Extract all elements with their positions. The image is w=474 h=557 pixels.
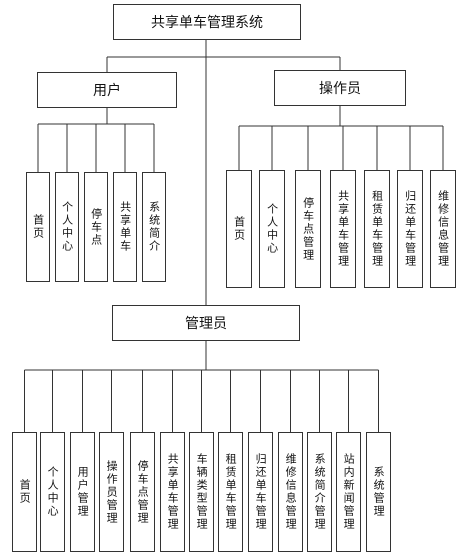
admin-leaf-node: 首页 xyxy=(12,432,37,552)
operator-leaf-label: 归还单车管理 xyxy=(403,190,417,268)
user-leaf-node: 共享单车 xyxy=(113,172,137,282)
admin-leaf-label: 归还单车管理 xyxy=(254,453,268,531)
admin-leaf-node: 个人中心 xyxy=(40,432,65,552)
operator-leaf-node: 租赁单车管理 xyxy=(364,170,390,288)
admin-leaf-label: 租赁单车管理 xyxy=(224,453,238,531)
admin-leaf-label: 首页 xyxy=(18,479,32,505)
operator-leaf-label: 共享单车管理 xyxy=(336,190,350,268)
group-node-admin: 管理员 xyxy=(112,305,300,341)
operator-leaf-label: 个人中心 xyxy=(265,203,279,255)
user-leaf-label: 停车点 xyxy=(89,207,103,247)
admin-leaf-label: 维修信息管理 xyxy=(284,453,298,531)
operator-leaf-node: 停车点管理 xyxy=(295,170,321,288)
user-leaf-label: 首页 xyxy=(31,214,45,240)
admin-leaf-node: 系统管理 xyxy=(366,432,391,552)
operator-leaf-node: 首页 xyxy=(226,170,252,288)
operator-leaf-node: 个人中心 xyxy=(259,170,285,288)
admin-leaf-label: 停车点管理 xyxy=(136,459,150,525)
root-label: 共享单车管理系统 xyxy=(151,15,263,31)
group-node-user: 用户 xyxy=(37,72,177,108)
operator-leaf-node: 维修信息管理 xyxy=(430,170,456,288)
operator-leaf-label: 停车点管理 xyxy=(301,196,315,262)
admin-leaf-node: 操作员管理 xyxy=(99,432,124,552)
admin-leaf-label: 操作员管理 xyxy=(105,459,119,525)
admin-leaf-node: 租赁单车管理 xyxy=(218,432,243,552)
admin-leaf-label: 个人中心 xyxy=(46,466,60,518)
group-node-operator: 操作员 xyxy=(274,70,406,106)
user-leaf-label: 个人中心 xyxy=(60,201,74,253)
admin-leaf-label: 站内新闻管理 xyxy=(342,453,356,531)
admin-leaf-node: 车辆类型管理 xyxy=(189,432,214,552)
root-node: 共享单车管理系统 xyxy=(113,4,301,40)
operator-leaf-node: 归还单车管理 xyxy=(397,170,423,288)
group-label-user: 用户 xyxy=(93,83,121,99)
group-label-operator: 操作员 xyxy=(319,81,361,97)
group-label-admin: 管理员 xyxy=(185,316,227,332)
admin-leaf-label: 系统管理 xyxy=(372,466,386,518)
user-leaf-node: 系统简介 xyxy=(142,172,166,282)
admin-leaf-node: 维修信息管理 xyxy=(278,432,303,552)
operator-leaf-node: 共享单车管理 xyxy=(330,170,356,288)
admin-leaf-node: 站内新闻管理 xyxy=(336,432,361,552)
admin-leaf-node: 系统简介管理 xyxy=(307,432,332,552)
user-leaf-node: 个人中心 xyxy=(55,172,79,282)
admin-leaf-label: 车辆类型管理 xyxy=(195,453,209,531)
operator-leaf-label: 首页 xyxy=(232,216,246,242)
user-leaf-node: 停车点 xyxy=(84,172,108,282)
admin-leaf-node: 用户管理 xyxy=(70,432,95,552)
admin-leaf-label: 用户管理 xyxy=(76,466,90,518)
admin-leaf-node: 归还单车管理 xyxy=(248,432,273,552)
user-leaf-label: 共享单车 xyxy=(118,201,132,253)
user-leaf-node: 首页 xyxy=(26,172,50,282)
admin-leaf-label: 共享单车管理 xyxy=(166,453,180,531)
admin-leaf-label: 系统简介管理 xyxy=(313,453,327,531)
operator-leaf-label: 维修信息管理 xyxy=(436,190,450,268)
admin-leaf-node: 共享单车管理 xyxy=(160,432,185,552)
operator-leaf-label: 租赁单车管理 xyxy=(370,190,384,268)
admin-leaf-node: 停车点管理 xyxy=(130,432,155,552)
user-leaf-label: 系统简介 xyxy=(147,201,161,253)
